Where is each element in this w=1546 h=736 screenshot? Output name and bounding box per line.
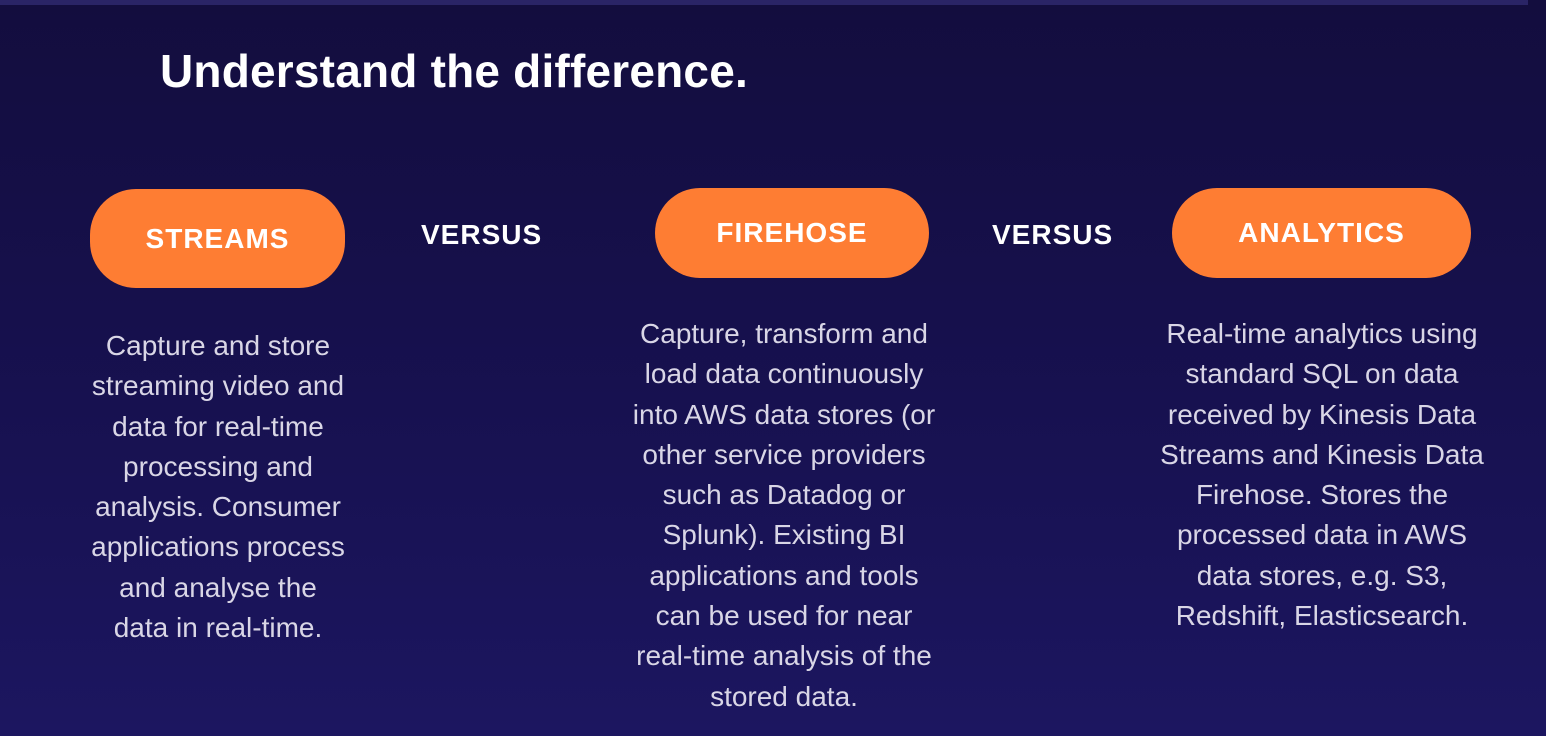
streams-button[interactable]: STREAMS xyxy=(90,189,345,288)
analytics-description: Real-time analytics using standard SQL o… xyxy=(1160,318,1484,632)
analytics-button-label: ANALYTICS xyxy=(1238,217,1405,248)
analytics-button[interactable]: ANALYTICS xyxy=(1172,188,1471,278)
versus-label-2: VERSUS xyxy=(992,219,1114,250)
firehose-description: Capture, transform and load data continu… xyxy=(632,318,936,712)
top-divider xyxy=(0,0,1528,5)
versus-label-1: VERSUS xyxy=(421,219,543,250)
page-title: Understand the difference. xyxy=(160,45,748,97)
streams-button-label: STREAMS xyxy=(145,222,290,254)
streams-description: Capture and store streaming video and da… xyxy=(91,330,345,644)
firehose-button[interactable]: FIREHOSE xyxy=(655,188,929,278)
firehose-button-label: FIREHOSE xyxy=(716,217,868,248)
